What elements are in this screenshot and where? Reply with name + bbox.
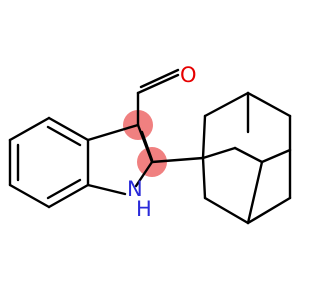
benzene-ring (8, 116, 90, 209)
aldehyde-group (136, 68, 180, 127)
nitrogen-h-label: H (136, 197, 152, 221)
nitrogen-n-label: N (127, 177, 143, 201)
adamantyl-cage (150, 91, 292, 225)
molecule-structure: O N H (8, 63, 292, 225)
oxygen-label: O (180, 63, 197, 87)
pyrrole-ring (86, 123, 154, 196)
